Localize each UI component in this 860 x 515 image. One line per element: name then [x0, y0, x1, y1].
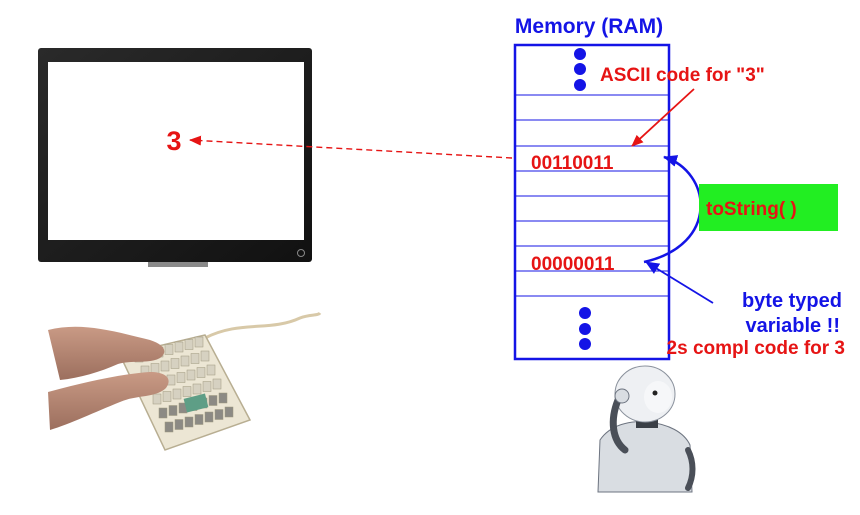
keyboard-key	[190, 353, 200, 364]
keyboard-key	[174, 419, 184, 430]
keyboard-cable	[204, 311, 322, 340]
memory-block	[513, 43, 671, 361]
keyboard-key	[224, 406, 234, 418]
keyboard-key	[186, 369, 196, 381]
byte-pointer-arrow	[645, 261, 714, 304]
power-icon	[297, 249, 305, 257]
keyboard-key	[164, 421, 174, 433]
keyboard-key	[160, 360, 170, 372]
byte-typed-line2: variable !!	[746, 315, 840, 337]
memory-outline	[513, 43, 671, 361]
robot-eye	[652, 390, 658, 396]
keyboard-key	[214, 409, 224, 420]
byte-cell-value: 00000011	[531, 254, 615, 275]
keyboard-key	[202, 381, 212, 392]
keyboard-key	[162, 391, 172, 402]
keyboard-key	[182, 386, 192, 397]
ascii-code-label: ASCII code for "3"	[600, 65, 765, 86]
keyboard-key	[206, 364, 216, 376]
memory-title: Memory (RAM)	[515, 15, 663, 38]
keyboard-key	[176, 372, 186, 383]
ascii-pointer-arrow	[631, 88, 695, 147]
keyboard-key	[204, 411, 214, 423]
ascii-cell-value: 00110011	[531, 153, 614, 174]
keyboard-key	[168, 405, 178, 416]
keyboard-key	[200, 350, 210, 362]
keyboard-key	[170, 358, 180, 369]
keyboard-key	[212, 378, 222, 390]
keyboard-key	[172, 388, 182, 400]
thinking-robot-illustration	[597, 365, 696, 493]
tostring-label: toString( )	[706, 199, 797, 220]
robot-arm-down	[685, 447, 696, 491]
monitor-screen	[48, 62, 304, 240]
keyboard-key	[208, 395, 218, 406]
keyboard-key	[158, 407, 168, 419]
monitor-stand	[148, 262, 208, 267]
keyboard-key	[194, 414, 204, 425]
keyboard-key	[150, 363, 160, 374]
monitor	[38, 48, 312, 267]
robot-face	[644, 381, 672, 413]
keyboard-key	[184, 339, 194, 350]
keyboard-key	[196, 367, 206, 378]
keyboard-key	[152, 393, 162, 405]
keyboard-enter-key	[183, 393, 209, 413]
robot-arm-raised	[609, 396, 629, 454]
output-dashed-arrow	[189, 135, 513, 159]
screen-digit: 3	[166, 126, 181, 156]
keyboard-key	[184, 416, 194, 428]
right-hand	[48, 372, 169, 430]
keyboard-key	[164, 344, 174, 355]
tostring-box	[699, 184, 838, 231]
keyboard-key	[218, 392, 228, 404]
keyboard-key	[180, 355, 190, 367]
memory-dots-bottom	[579, 307, 591, 350]
keyboard-key	[192, 383, 202, 395]
keyboard-key	[194, 336, 204, 348]
memory-dots-top	[574, 48, 586, 91]
keyboard-with-hands-illustration	[48, 311, 322, 451]
byte-typed-line1: byte typed	[742, 290, 842, 312]
keyboard-key	[174, 341, 184, 353]
left-hand	[48, 326, 165, 380]
memory-cell-dividers	[515, 94, 669, 297]
twos-compl-label: 2s compl code for 3	[667, 338, 845, 359]
robot-hand	[614, 388, 630, 404]
